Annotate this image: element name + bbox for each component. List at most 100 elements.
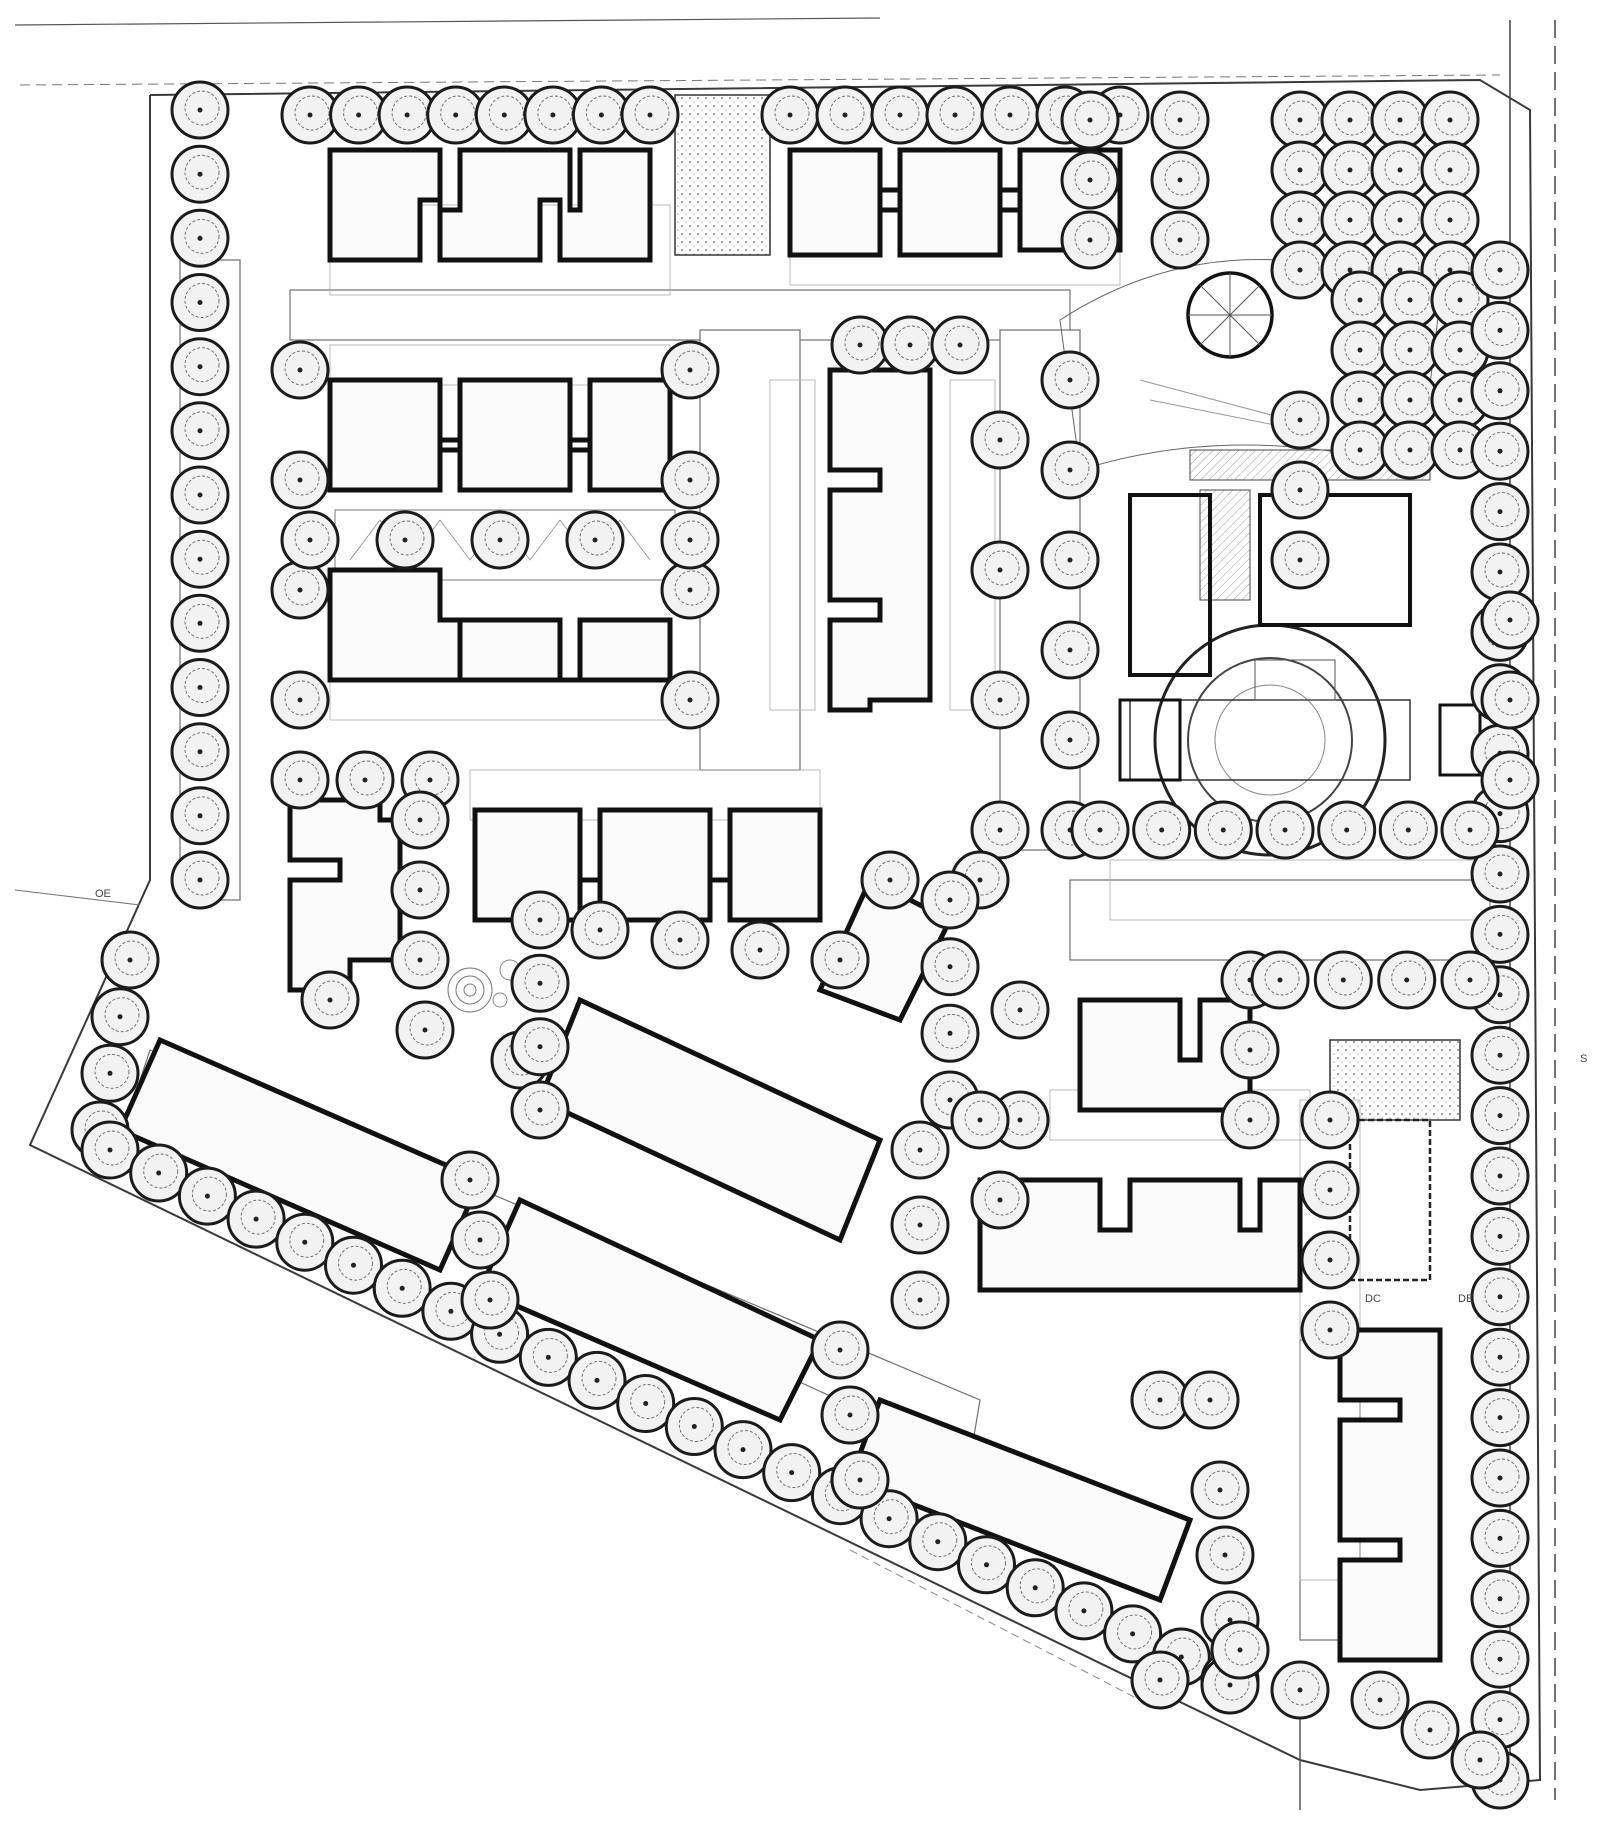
tree-trunk [1067,557,1073,563]
tree-trunk [302,1239,308,1245]
tree-canopy [1004,990,1040,1026]
tree-trunk [197,813,203,819]
tree-trunk [107,1070,113,1076]
tree-canopy [1344,430,1380,466]
tree-canopy [1394,380,1430,416]
tree-trunk [537,917,543,923]
tree-canopy [484,1314,520,1350]
tree-trunk [1297,117,1303,123]
tree-trunk [907,342,913,348]
tree-canopy [184,347,220,383]
tree-canopy [844,1460,880,1496]
tree-canopy [404,870,440,906]
tree-canopy [678,1407,714,1442]
tree-canopy [1484,1337,1520,1373]
tree-canopy [884,95,920,131]
tree-canopy [1194,1380,1230,1416]
tree-trunk [957,342,963,348]
tree-trunk [1457,297,1463,303]
tree-canopy [1074,220,1110,256]
tree-trunk [1177,117,1183,123]
tree-trunk [1157,1397,1163,1403]
tree-canopy [1454,960,1490,996]
plaza-right-mark: DE [1458,1293,1473,1305]
tree-canopy [1054,360,1090,396]
tree-trunk [1404,977,1410,983]
tree-canopy [1054,630,1090,666]
tree-trunk [537,1044,543,1050]
tree-canopy [727,1430,763,1466]
tree-trunk [691,1424,697,1429]
tree-canopy [630,1384,666,1419]
tree-trunk [1007,112,1013,118]
tree-trunk [1347,117,1353,123]
tree-trunk [1177,237,1183,243]
tree-trunk [1081,1608,1087,1614]
tree-trunk [197,171,203,177]
tree-canopy [184,860,220,896]
tree-canopy [1484,1458,1520,1494]
tree-trunk [935,1539,941,1545]
tree-canopy [1269,810,1305,846]
tree-canopy [1104,95,1140,131]
tree-canopy [922,1522,958,1558]
tree-trunk [1067,647,1073,653]
tree-canopy [1284,540,1320,576]
tree-trunk [537,1107,543,1113]
tree-canopy [1054,450,1090,486]
tree-canopy [1314,1240,1350,1276]
tree-trunk [307,537,313,543]
tree-trunk [1457,397,1463,403]
tree-trunk [197,556,203,562]
tree-trunk [1067,737,1073,743]
tree-trunk [417,817,423,823]
tree-trunk [687,367,693,373]
tree-canopy [984,810,1020,846]
tree-trunk [453,112,459,118]
tree-canopy [1284,400,1320,436]
tree-canopy [1284,200,1320,236]
tree-canopy [1284,470,1320,506]
tree-trunk [1497,1596,1503,1602]
tree-canopy [634,95,670,131]
tree-canopy [674,350,710,386]
tree-canopy [404,800,440,836]
tree-canopy [964,860,1000,896]
tree-canopy [454,1160,490,1196]
tree-trunk [687,537,693,543]
tree-trunk [952,112,958,118]
tree-trunk [545,1354,551,1360]
tree-trunk [997,437,1003,443]
tree-canopy [1164,220,1200,256]
tree-canopy [440,95,476,131]
tree-trunk [417,957,423,963]
tree-canopy [844,325,880,361]
tree-trunk [643,1401,649,1406]
tree-trunk [1507,697,1513,703]
tree-canopy [1484,1277,1520,1313]
tree-trunk [787,112,793,118]
tree-canopy [1144,1380,1180,1416]
tree-canopy [94,1053,130,1089]
tree-canopy [1234,1100,1270,1136]
tree-canopy [1054,720,1090,756]
tree-trunk [837,1347,843,1353]
tree-canopy [934,880,970,916]
tree-trunk [1497,1717,1503,1723]
tree-canopy [1392,810,1428,846]
tree-trunk [917,1222,923,1228]
tree-trunk [1447,267,1453,273]
tree-trunk [204,1193,210,1199]
tree-canopy [1344,280,1380,316]
tree-trunk [1017,1117,1023,1123]
tree-trunk [1497,1233,1503,1239]
tree-trunk [1357,347,1363,353]
tree-canopy [184,90,220,126]
tree-canopy [1394,430,1430,466]
tree-trunk [687,697,693,703]
tree-canopy [1394,280,1430,316]
tree-canopy [1117,1614,1153,1650]
tree-trunk [297,777,303,783]
tree-trunk [197,428,203,434]
tree-trunk [1157,1677,1163,1683]
